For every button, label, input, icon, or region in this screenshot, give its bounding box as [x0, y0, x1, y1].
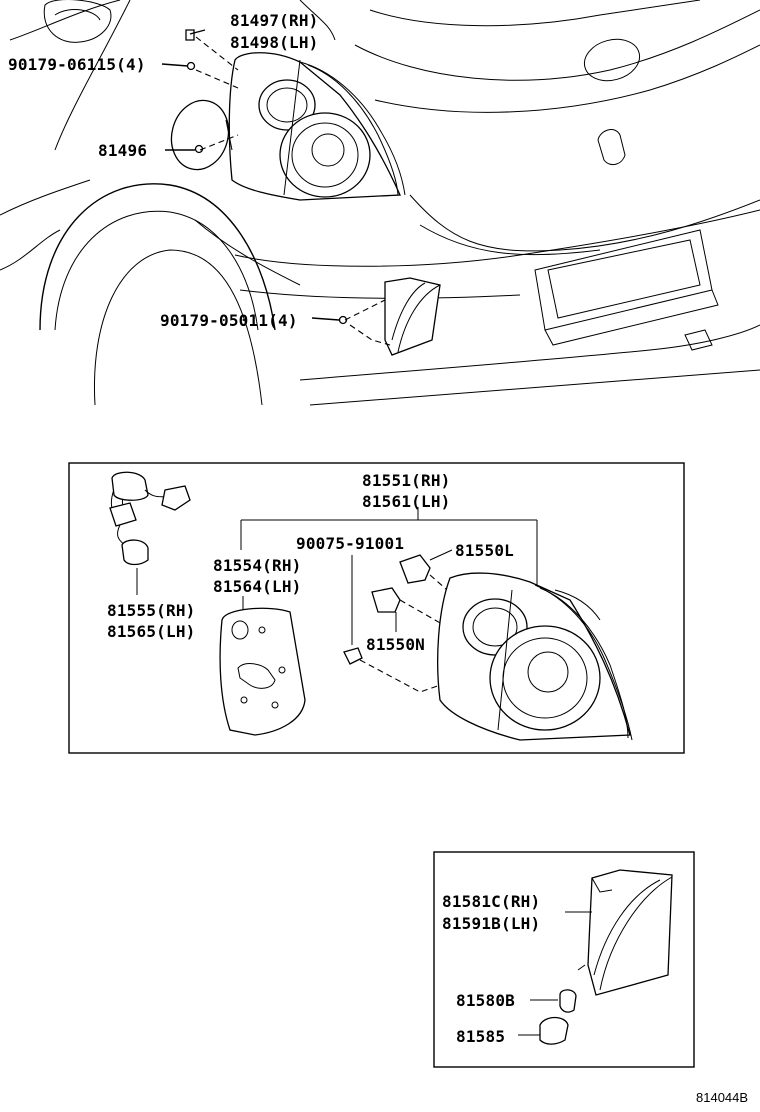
label-90179-05011: 90179-05011(4)	[160, 311, 298, 330]
clip-90075	[343, 647, 363, 665]
side-reflector-box	[433, 851, 695, 1068]
label-90075-91001: 90075-91001	[296, 534, 404, 553]
label-81550n: 81550N	[366, 635, 425, 654]
side-reflector-installed	[344, 277, 441, 356]
label-81580b: 81580B	[456, 991, 515, 1010]
tail-lamp-assembly	[437, 572, 633, 741]
label-81564: 81564(LH)	[213, 577, 302, 596]
side-reflector-assembly	[577, 869, 673, 996]
label-81498: 81498(LH)	[230, 33, 319, 52]
label-81496: 81496	[98, 141, 147, 160]
bulb-81580b	[559, 989, 577, 1013]
label-81555: 81555(RH)	[107, 601, 196, 620]
tail-lamp-installed	[195, 36, 406, 201]
gasket-81554	[219, 607, 306, 736]
label-81554: 81554(RH)	[213, 556, 302, 575]
bulb-81550l	[399, 554, 431, 584]
label-81585: 81585	[456, 1027, 505, 1046]
bulb-81550n	[371, 587, 401, 613]
tail-lamp-box	[68, 462, 685, 754]
socket-81585	[539, 1016, 569, 1045]
label-90179-06115: 90179-06115(4)	[8, 55, 146, 74]
diagram-code: 814044B	[696, 1090, 748, 1105]
label-81497: 81497(RH)	[230, 11, 319, 30]
label-81550l: 81550L	[455, 541, 514, 560]
label-81551: 81551(RH)	[362, 471, 451, 490]
label-81561: 81561(LH)	[362, 492, 451, 511]
label-81581c: 81581C(RH)	[442, 892, 540, 911]
label-81565: 81565(LH)	[107, 622, 196, 641]
label-81591b: 81591B(LH)	[442, 914, 540, 933]
socket-wire-81555	[109, 471, 191, 595]
car-rear-body	[0, 0, 760, 406]
